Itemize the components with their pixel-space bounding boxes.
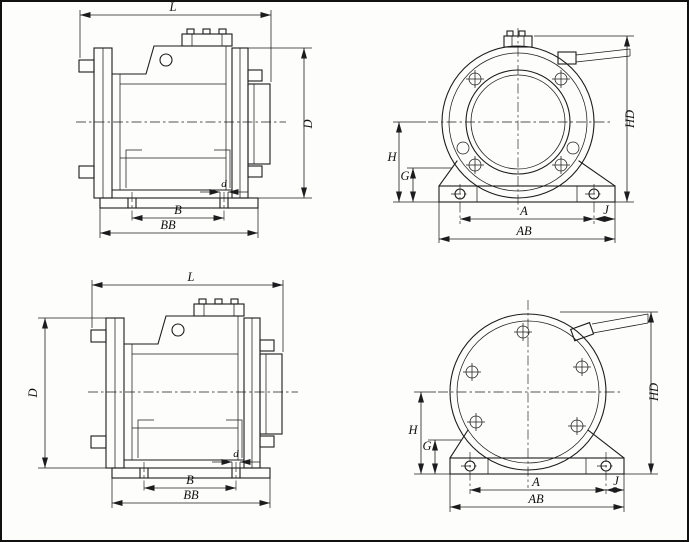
weight-cover	[259, 353, 283, 435]
dimension-L: L	[79, 0, 272, 82]
cable-gland	[557, 48, 631, 65]
dim-label-b: B	[174, 203, 182, 217]
dim-label-g: G	[400, 169, 409, 183]
mounting-base	[449, 457, 625, 475]
dim-label-j: J	[603, 203, 610, 217]
dim-label-d-cap: D	[301, 119, 315, 129]
mounting-base	[111, 467, 271, 479]
lifting-eye-hole	[171, 323, 185, 337]
dim-label-a: A	[519, 204, 528, 218]
dim-label-h: H	[407, 423, 418, 437]
dimension-A: A	[469, 452, 607, 494]
dimension-B: B	[131, 192, 225, 223]
motor-outline	[428, 28, 631, 212]
cover-bolt-icon	[247, 165, 263, 178]
dim-label-hd: HD	[623, 110, 637, 129]
dimension-d: d	[212, 448, 260, 465]
dim-label-h: H	[386, 150, 397, 164]
lifting-eye-hole	[159, 53, 173, 67]
dimension-D: D	[26, 317, 106, 469]
dim-label-b: B	[186, 473, 194, 487]
terminal-box	[181, 28, 233, 47]
side-view-top: L D d B BB	[76, 0, 315, 238]
dim-label-ab: AB	[527, 492, 544, 506]
dimension-L: L	[91, 270, 284, 352]
dimension-AB: AB	[449, 474, 624, 512]
dimension-J: J	[594, 202, 616, 243]
dim-label-l: L	[187, 270, 195, 284]
cover-bolt-icon	[247, 69, 263, 82]
dimension-BB: BB	[99, 208, 259, 238]
dim-label-l: L	[169, 0, 177, 14]
dimension-HD: HD	[534, 35, 637, 203]
terminal-box	[193, 298, 245, 317]
mounting-base	[438, 185, 616, 203]
flange-bolts	[456, 70, 580, 174]
dimension-G: G	[422, 439, 461, 474]
dim-label-hd: HD	[647, 383, 661, 402]
dim-label-d: d	[233, 448, 239, 460]
dimension-B: B	[143, 462, 237, 492]
cover-bolt-icon	[259, 339, 275, 352]
front-view-top: HD H G A J AB	[386, 28, 637, 243]
dim-label-ab: AB	[515, 224, 532, 238]
dim-label-g: G	[422, 439, 431, 453]
flange-bolts	[463, 323, 591, 435]
motor-outline	[88, 315, 298, 479]
front-view-bottom: HD H G A J AB	[407, 300, 661, 512]
mounting-base	[99, 197, 259, 209]
dimension-D: D	[248, 47, 315, 199]
dim-label-a: A	[531, 475, 540, 489]
dimension-J: J	[606, 474, 625, 512]
dimension-AB: AB	[438, 202, 615, 243]
cover-bolt-icon	[259, 435, 275, 448]
dimension-HD: HD	[560, 311, 661, 475]
dimension-G: G	[400, 167, 452, 202]
dimension-BB: BB	[111, 478, 271, 508]
dimension-d: d	[200, 178, 248, 195]
dim-label-bb: BB	[160, 218, 176, 232]
dimension-H: H	[407, 391, 450, 475]
dim-label-d: d	[221, 178, 227, 190]
dim-label-d-cap: D	[26, 388, 40, 398]
side-view-bottom: L D d B BB	[26, 270, 298, 508]
weight-cover	[247, 83, 271, 165]
dim-label-bb: BB	[183, 488, 199, 502]
dim-label-j: J	[613, 474, 620, 488]
dimension-H: H	[386, 121, 439, 203]
